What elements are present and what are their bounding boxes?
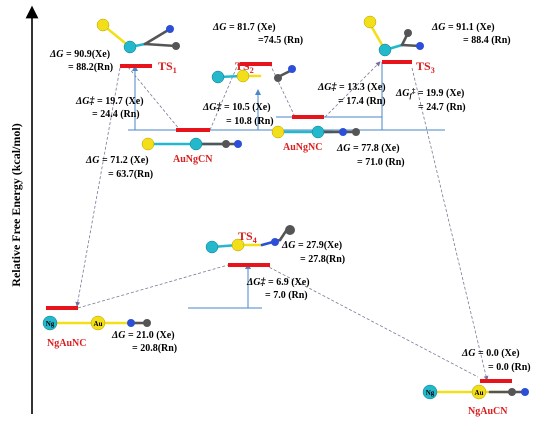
dashed-connectors [75,61,489,381]
barrier5-rn: = 7.0 (Rn) [265,290,308,301]
label-ngaucn: NgAuCN [468,406,508,417]
barrier4-xe: ΔGf‡ = 19.9 (Xe) [395,87,464,100]
dg-augnnc-rn: = 71.0 (Rn) [357,157,405,168]
atom-label-au-1: Au [94,320,103,328]
energy-levels [46,60,512,383]
molecule-ts4 [205,225,295,254]
molecule-ngaucn: Ng Au [422,384,529,400]
barrier3-xe: ΔG‡ = 13.3 (Xe) [317,82,386,93]
dg-ts3-rn: = 88.4 (Rn) [463,35,511,46]
molecule-ts3 [363,15,424,57]
y-axis-label: Relative Free Energy (kcal/mol) [9,123,23,286]
dg-ts2-xe: ΔG = 81.7 (Xe) [212,22,276,33]
label-ts1: TS1 [158,59,177,75]
label-ts3: TS3 [416,59,435,75]
dg-augnnc-xe: ΔG = 77.8 (Xe) [336,143,400,154]
molecule-augnnc [271,125,360,139]
barrier1-rn: = 24.4 (Rn) [92,109,140,120]
dg-ngaunc-rn: = 20.8(Rn) [132,343,177,354]
molecule-ngaunc: Ng Au [42,315,151,331]
label-augncn: AuNgCN [173,154,213,165]
barrier2-xe: ΔG‡ = 10.5 (Xe) [202,102,271,113]
label-ngaunc: NgAuNC [47,338,86,349]
dg-ts3-xe: ΔG = 91.1 (Xe) [431,22,495,33]
molecule-ts2 [211,65,296,84]
molecule-ts1 [96,18,180,54]
label-ts4: TS4 [238,229,257,245]
atom-label-ng-2: Ng [426,389,435,397]
dg-augncn-xe: ΔG = 71.2 (Xe) [85,155,149,166]
dg-ts1-rn: = 88.2(Rn) [68,62,113,73]
barrier2-rn: = 10.8 (Rn) [226,116,274,127]
molecule-augncn [141,137,242,151]
label-ts2: TS2 [235,59,254,75]
dg-augncn-rn: = 63.7(Rn) [108,169,153,180]
barrier4-rn: = 24.7 (Rn) [418,102,466,113]
dg-ts1-xe: ΔG = 90.9(Xe) [49,49,110,60]
label-augnnc: AuNgNC [283,142,322,153]
dg-ts4-rn: = 27.8(Rn) [300,254,345,265]
barrier5-xe: ΔG‡ = 6.9 (Xe) [246,277,310,288]
dg-ngaucn-rn: = 0.0 (Rn) [488,362,531,373]
barrier3-rn: = 17.4 (Rn) [338,96,386,107]
dg-ngaucn-xe: ΔG = 0.0 (Xe) [461,348,520,359]
dg-ngaunc-xe: ΔG = 21.0 (Xe) [111,330,175,341]
dg-ts4-xe: ΔG = 27.9(Xe) [281,240,342,251]
barrier1-xe: ΔG‡ = 19.7 (Xe) [75,96,144,107]
atom-label-ng-1: Ng [46,320,55,328]
atom-label-au-2: Au [475,389,484,397]
dg-ts2-rn: =74.5 (Rn) [258,35,303,46]
